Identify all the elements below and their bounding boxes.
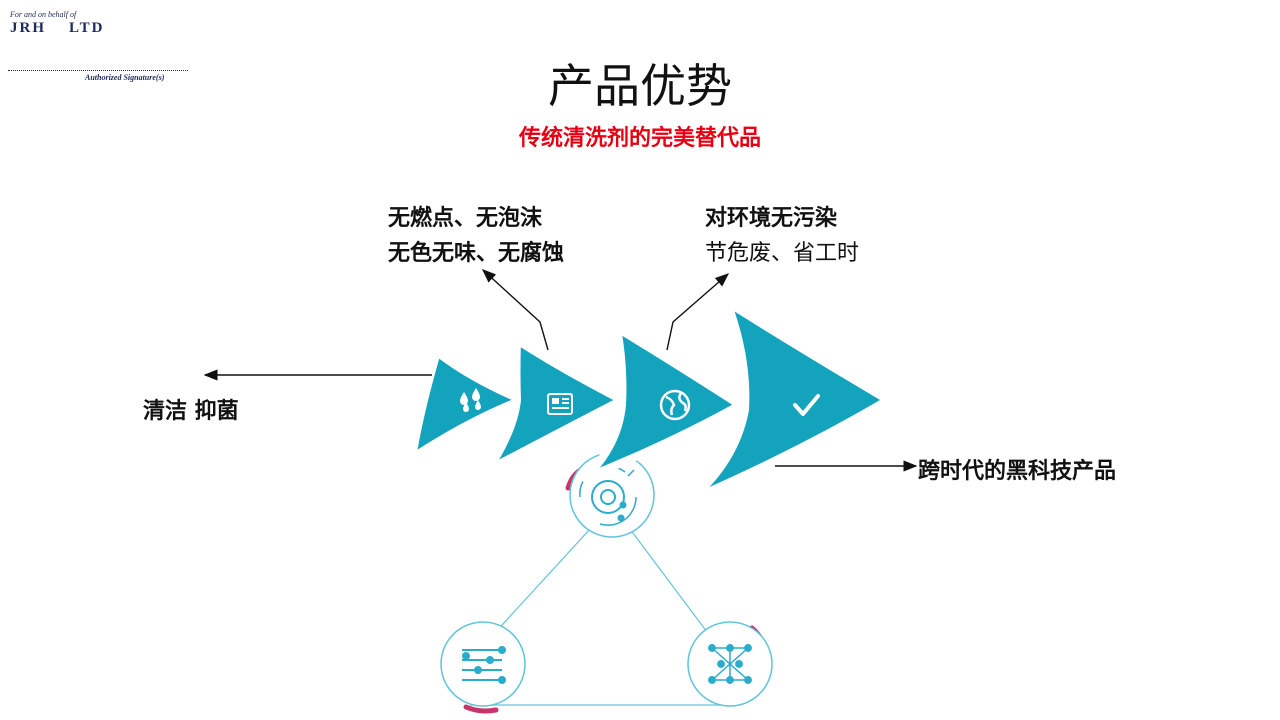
feature-right: 跨时代的黑科技产品: [918, 459, 1117, 484]
arrow-top-right-connector: [666, 273, 730, 351]
page-title: 产品优势: [548, 59, 732, 113]
page-subtitle: 传统清洗剂的完美替代品: [518, 126, 761, 151]
feature-top-left-line2: 无色无味、无腐蚀: [388, 241, 565, 266]
layers-icon: [440, 621, 526, 707]
feature-top-right-line2: 节危废、省工时: [705, 241, 860, 266]
arrow-shape-2: [484, 336, 626, 474]
signature-line: [8, 70, 188, 71]
network-icon: [687, 621, 773, 707]
feature-left: 清洁 抑菌: [143, 399, 239, 424]
stamp-header: For and on behalf of: [10, 10, 77, 19]
pink-accent-bottom: [463, 704, 499, 714]
globe-icon: [659, 389, 691, 421]
feature-top-left-line1: 无燃点、无泡沫: [388, 206, 543, 231]
arrow-shape-4: [686, 298, 892, 504]
signature-label: Authorized Signature(s): [85, 73, 165, 82]
checkmark-icon: [793, 394, 820, 416]
water-drops-icon: [460, 388, 481, 412]
stamp-company: JRH LTD: [10, 20, 105, 36]
newspaper-icon: [547, 393, 573, 415]
feature-top-right-line1: 对环境无污染: [705, 206, 838, 231]
arrow-top-left-connector: [481, 269, 549, 351]
arrow-shape-3: [581, 324, 744, 482]
